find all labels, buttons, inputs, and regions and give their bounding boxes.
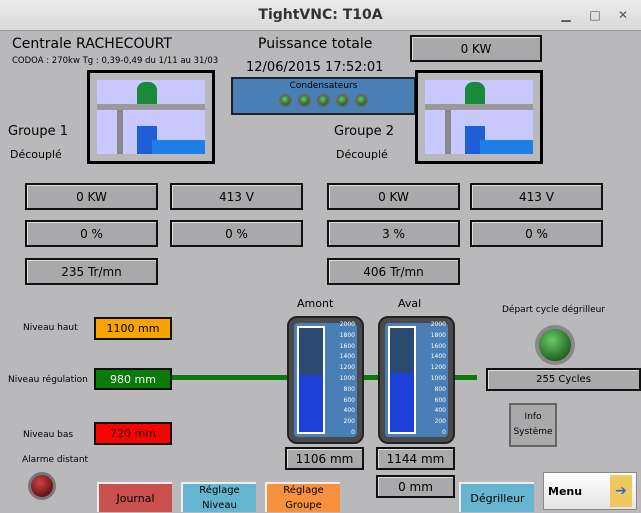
reglage-niveau-line2: Niveau xyxy=(202,500,237,511)
scale-tick-label: 1200 xyxy=(430,364,446,372)
cycles-value: 255 Cycles xyxy=(486,368,641,391)
groupe1-speed: 235 Tr/mn xyxy=(25,258,158,285)
scale-tick-label: 200 xyxy=(343,418,355,426)
journal-button[interactable]: Journal xyxy=(97,482,172,512)
amont-level-fill xyxy=(299,374,323,432)
degrilleur-label: Départ cycle dégrilleur xyxy=(502,305,606,315)
condensateur-lamp xyxy=(355,94,368,107)
scale-tick-label: 1600 xyxy=(430,342,446,350)
scale-tick-label: 400 xyxy=(434,407,446,415)
systeme-label: Système xyxy=(513,427,553,437)
menu-label: Menu xyxy=(548,484,583,498)
scale-tick-label: 0 xyxy=(442,429,446,436)
scale-tick-label: 1600 xyxy=(339,342,355,350)
amont-label: Amont xyxy=(297,297,334,310)
menu-button[interactable]: Menu ➔ xyxy=(543,472,637,510)
alarm-lamp-icon xyxy=(28,472,56,500)
datetime: 12/06/2015 17:52:01 xyxy=(246,60,384,75)
aval-label: Aval xyxy=(398,297,422,310)
codoa-info: CODOA : 270kw Tg : 0,39-0,49 du 1/11 au … xyxy=(12,56,219,66)
maximize-icon[interactable]: □ xyxy=(589,8,601,22)
scale-tick-label: 800 xyxy=(343,385,355,393)
scale-tick-label: 600 xyxy=(434,396,446,404)
niveau-regulation-label: Niveau régulation xyxy=(8,375,88,385)
folder-arrow-icon: ➔ xyxy=(610,475,632,507)
groupe2-power: 0 KW xyxy=(327,183,460,210)
reglage-groupe-line2: Groupe xyxy=(285,500,322,511)
scale-tick-label: 0 xyxy=(351,429,355,436)
niveau-bas-label: Niveau bas xyxy=(23,430,74,440)
niveau-regulation-value: 980 mm xyxy=(94,368,172,390)
degrilleur-lamp-icon xyxy=(535,325,575,365)
niveau-haut-value: 1100 mm xyxy=(94,317,172,340)
groupe1-pct2: 0 % xyxy=(170,220,303,247)
scale-tick-label: 1800 xyxy=(339,331,355,339)
reglage-niveau-line1: Réglage xyxy=(199,485,240,496)
condensateur-lamp xyxy=(336,94,349,107)
scale-tick-label: 1200 xyxy=(339,364,355,372)
scale-tick-label: 1400 xyxy=(339,353,355,361)
groupe2-title: Groupe 2 xyxy=(334,124,394,139)
scale-tick-label: 1400 xyxy=(430,353,446,361)
info-label: Info xyxy=(524,412,542,422)
condensateur-lamp xyxy=(279,94,292,107)
scale-tick-label: 2000 xyxy=(430,321,446,328)
amont-value: 1106 mm xyxy=(285,447,364,470)
groupe2-voltage: 413 V xyxy=(470,183,603,210)
scale-tick-label: 1000 xyxy=(430,375,446,382)
niveau-bas-value: 720 mm xyxy=(94,422,172,445)
alarme-distant-label: Alarme distant xyxy=(22,455,89,465)
groupe2-turbine-image[interactable] xyxy=(415,70,543,164)
groupe2-pct2: 0 % xyxy=(470,220,603,247)
condensateurs-panel: Condensateurs xyxy=(231,77,416,115)
window-titlebar: TightVNC: T10A xyxy=(0,0,641,31)
scale-tick-label: 1800 xyxy=(430,331,446,339)
groupe1-title: Groupe 1 xyxy=(8,124,68,139)
total-power-label: Puissance totale xyxy=(258,36,373,52)
station-name: Centrale RACHECOURT xyxy=(12,36,172,52)
groupe1-power: 0 KW xyxy=(25,183,158,210)
groupe1-pct1: 0 % xyxy=(25,220,158,247)
scale-tick-label: 1000 xyxy=(339,375,355,382)
groupe2-status: Découplé xyxy=(336,148,388,161)
close-icon[interactable]: ✕ xyxy=(617,8,629,22)
window-title: TightVNC: T10A xyxy=(258,7,383,23)
condensateur-lamp xyxy=(298,94,311,107)
niveau-haut-label: Niveau haut xyxy=(23,323,78,333)
groupe1-voltage: 413 V xyxy=(170,183,303,210)
groupe1-turbine-image[interactable] xyxy=(87,70,215,164)
condensateur-lamp xyxy=(317,94,330,107)
aval-extra-value: 0 mm xyxy=(376,475,455,498)
condensateurs-label: Condensateurs xyxy=(289,81,358,91)
scale-tick-label: 200 xyxy=(434,418,446,426)
scale-tick-label: 2000 xyxy=(339,321,355,328)
groupe2-speed: 406 Tr/mn xyxy=(327,258,460,285)
aval-level-fill xyxy=(390,372,414,432)
scale-tick-label: 400 xyxy=(343,407,355,415)
groupe2-pct1: 3 % xyxy=(327,220,460,247)
scale-tick-label: 800 xyxy=(434,385,446,393)
reglage-groupe-line1: Réglage xyxy=(283,485,324,496)
minimize-icon[interactable]: ▁ xyxy=(561,8,571,22)
degrilleur-button[interactable]: Dégrilleur xyxy=(459,482,534,512)
scale-tick-label: 600 xyxy=(343,396,355,404)
total-power-value: 0 KW xyxy=(410,35,542,62)
aval-value: 1144 mm xyxy=(376,447,455,470)
groupe1-status: Découplé xyxy=(10,148,62,161)
